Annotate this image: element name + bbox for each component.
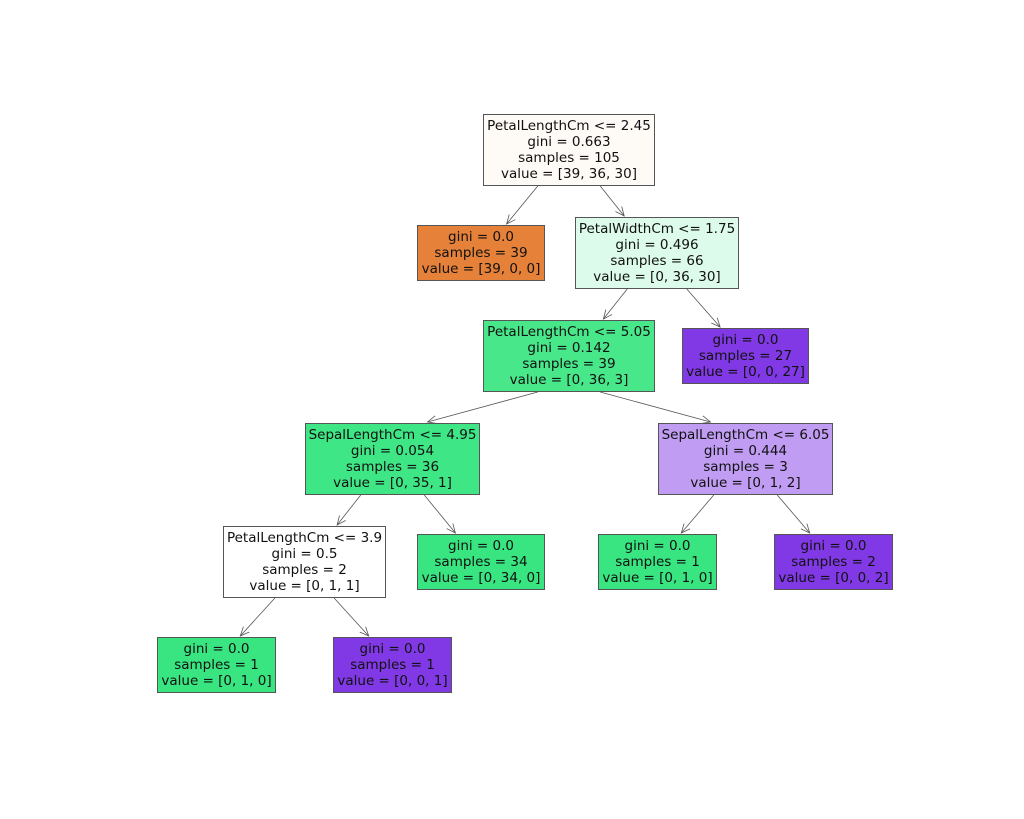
node-condition: SepalLengthCm <= 6.05 [661,427,830,443]
node-value: value = [0, 1, 1] [249,578,360,594]
node-condition: PetalLengthCm <= 2.45 [487,118,651,134]
edge-n2-n3 [603,288,628,319]
node-samples: samples = 34 [434,554,528,570]
edge-n0-n2 [599,185,624,216]
node-gini: gini = 0.5 [271,546,338,562]
edge-n2-n4 [686,288,720,327]
node-samples: samples = 66 [610,253,704,269]
node-gini: gini = 0.0 [800,538,867,554]
node-value: value = [39, 36, 30] [500,166,637,182]
node-samples: samples = 105 [518,150,620,166]
node-value: value = [0, 1, 0] [602,570,713,586]
node-value: value = [0, 0, 1] [337,673,448,689]
node-samples: samples = 36 [345,459,440,475]
node-gini: gini = 0.0 [448,538,514,554]
node-value: value = [0, 35, 1] [333,475,452,491]
node-gini: gini = 0.0 [712,332,779,348]
node-value: value = [0, 1, 0] [161,673,272,689]
node-condition: PetalLengthCm <= 5.05 [487,324,651,340]
node-gini: gini = 0.0 [183,641,250,657]
node-samples: samples = 3 [703,459,788,475]
node-value: value = [0, 0, 27] [686,364,805,380]
node-condition: SepalLengthCm <= 4.95 [308,427,477,443]
node-samples: samples = 2 [791,554,876,570]
edge-n6-n9 [681,494,715,533]
node-value: value = [0, 1, 2] [690,475,801,491]
edge-n3-n5 [428,391,538,422]
node-samples: samples = 1 [615,554,700,570]
node-value: value = [0, 36, 30] [593,269,721,285]
node-condition: PetalLengthCm <= 3.9 [226,530,383,546]
edge-n5-n8 [423,494,455,533]
edge-n5-n7 [337,494,362,525]
node-samples: samples = 1 [350,657,435,673]
edge-n0-n1 [507,185,539,224]
node-samples: samples = 2 [262,562,347,578]
node-gini: gini = 0.0 [448,229,514,245]
node-value: value = [0, 0, 2] [778,570,889,586]
node-gini: gini = 0.054 [350,443,435,459]
node-value: value = [0, 34, 0] [421,570,541,586]
node-samples: samples = 27 [698,348,793,364]
node-gini: gini = 0.0 [359,641,426,657]
edge-n3-n6 [600,391,710,422]
edge-n7-n12 [333,597,369,636]
node-value: value = [39, 0, 0] [421,261,541,277]
node-samples: samples = 39 [522,356,616,372]
node-value: value = [0, 36, 3] [509,372,629,388]
node-samples: samples = 39 [434,245,528,261]
node-samples: samples = 1 [174,657,259,673]
edge-n7-n11 [240,597,276,636]
node-condition: PetalWidthCm <= 1.75 [578,221,736,237]
node-gini: gini = 0.142 [527,340,611,356]
node-gini: gini = 0.444 [703,443,788,459]
node-gini: gini = 0.663 [527,134,611,150]
node-gini: gini = 0.0 [624,538,691,554]
node-gini: gini = 0.496 [615,237,699,253]
edge-n6-n10 [776,494,809,533]
